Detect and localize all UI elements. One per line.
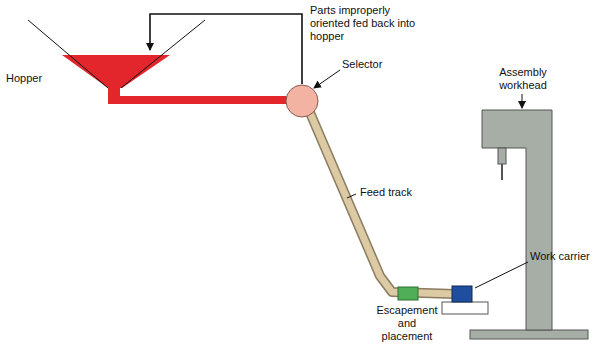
part-label: Feed track	[360, 186, 440, 199]
part-label: Selector	[342, 58, 412, 71]
work-carrier	[452, 286, 472, 302]
hopper-tube	[108, 96, 290, 104]
part-label: Escapement and placement	[374, 304, 440, 343]
hopper-wall	[121, 20, 205, 88]
return-line	[150, 14, 302, 84]
selector-disc	[286, 85, 318, 117]
feed-track	[308, 108, 455, 294]
workhead-frame	[482, 110, 552, 330]
leader-line	[475, 262, 528, 288]
part-label: Assembly workhead	[478, 66, 568, 92]
escapement-block	[398, 287, 418, 300]
leader-line	[347, 194, 356, 198]
workhead-base	[470, 330, 588, 339]
workhead-tool	[501, 164, 503, 180]
part-label: Work carrier	[530, 250, 602, 263]
feed-track-edge	[308, 108, 455, 294]
note-text: Parts improperly oriented fed back into …	[310, 4, 420, 43]
pallet	[442, 302, 488, 314]
hopper-contents	[62, 55, 170, 88]
part-label: Hopper	[6, 72, 66, 85]
leader-line	[522, 94, 523, 108]
leader-line	[314, 70, 340, 88]
workhead-spindle	[498, 148, 506, 164]
